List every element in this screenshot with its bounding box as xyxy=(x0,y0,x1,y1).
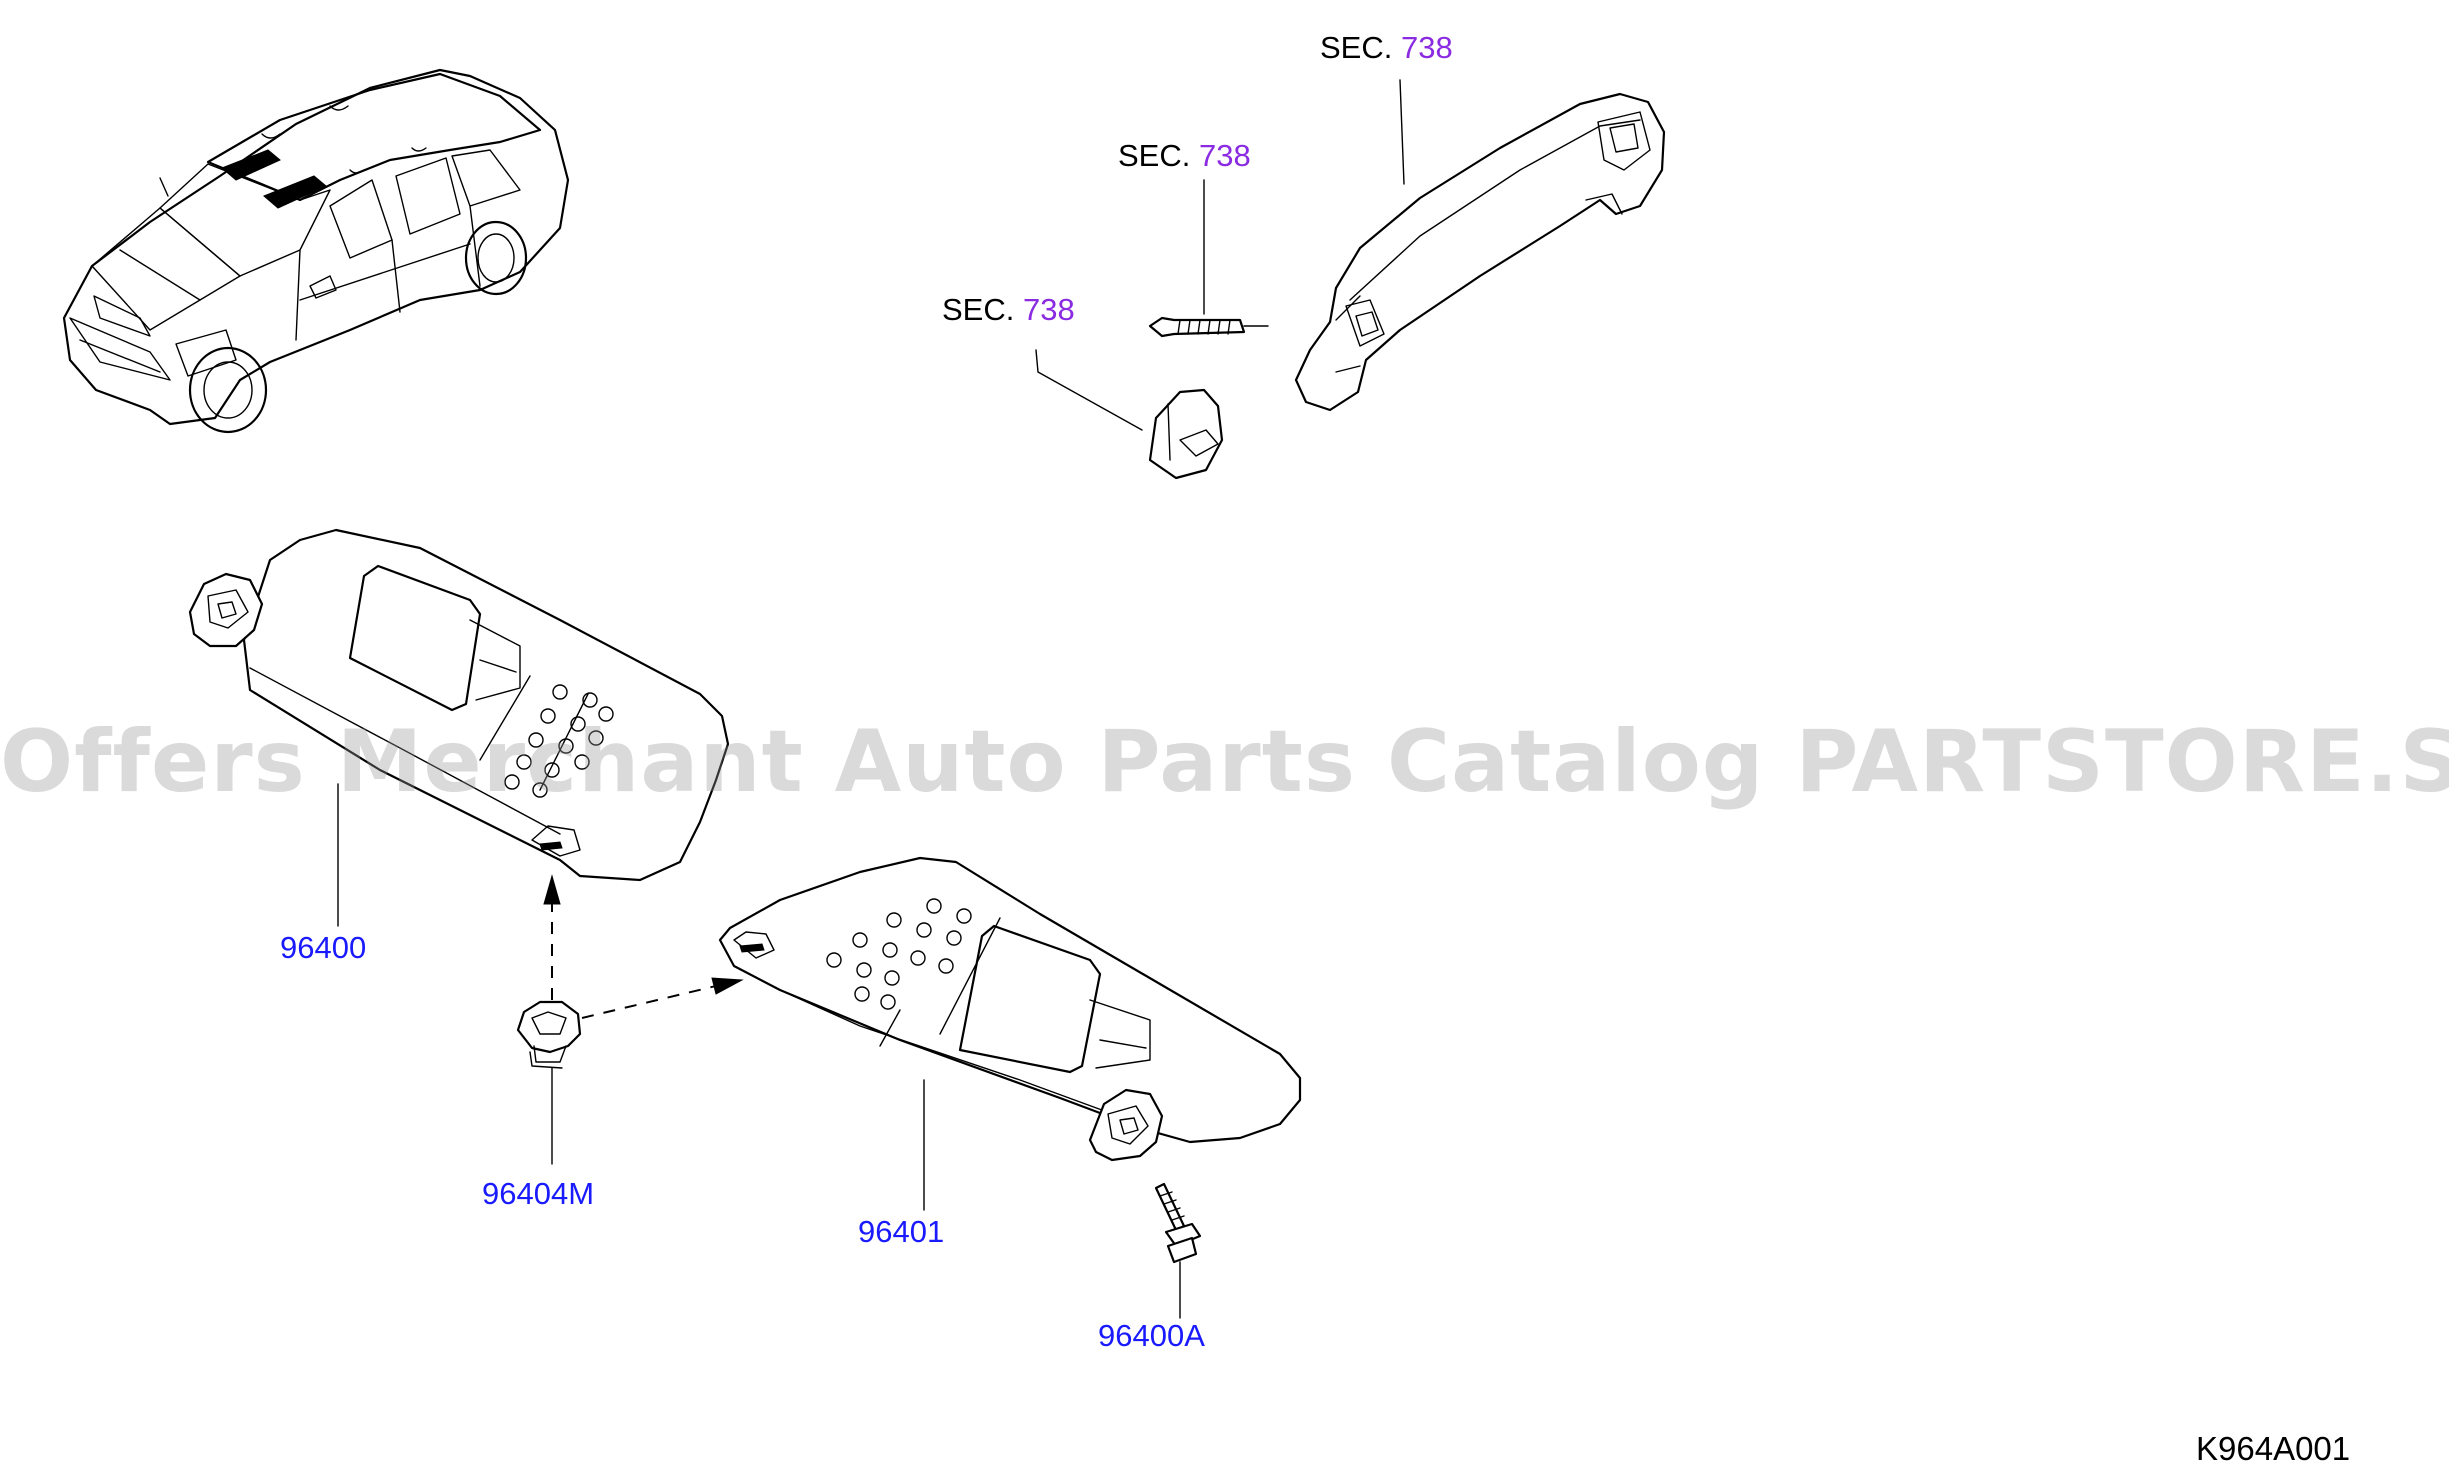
part-label-96400[interactable]: 96400 xyxy=(280,930,367,965)
diagram-code: K964A001 xyxy=(2196,1430,2351,1467)
sec-leader-1 xyxy=(1399,79,1405,185)
dashed-arrow-right xyxy=(581,985,717,1019)
grip-bolt xyxy=(1148,316,1246,338)
visor-holder xyxy=(516,1000,582,1069)
arrowhead-right xyxy=(711,977,744,995)
grip-cover xyxy=(1148,388,1224,480)
sec-ref-cover[interactable]: SEC. 738 xyxy=(942,294,1075,325)
sec-number: 738 xyxy=(1022,292,1075,327)
assist-grip xyxy=(1294,92,1666,412)
sec-number: 738 xyxy=(1400,30,1453,65)
arrowhead-up xyxy=(543,874,561,905)
sun-visor-lh xyxy=(188,528,730,882)
sec-prefix: SEC. xyxy=(1118,138,1191,173)
sec-ref-bolt[interactable]: SEC. 738 xyxy=(1118,140,1251,171)
part-label-96401[interactable]: 96401 xyxy=(858,1214,945,1249)
sec-leader-3 xyxy=(1035,349,1143,431)
part-label-96404M[interactable]: 96404M xyxy=(482,1176,595,1211)
car-illustration xyxy=(62,68,570,434)
sun-visor-rh xyxy=(718,856,1302,1162)
part-label-96400A[interactable]: 96400A xyxy=(1098,1318,1205,1353)
sec-prefix: SEC. xyxy=(942,292,1015,327)
sec-number: 738 xyxy=(1198,138,1251,173)
visor-screw xyxy=(1154,1182,1202,1264)
sec-ref-grip[interactable]: SEC. 738 xyxy=(1320,32,1453,63)
sec-prefix: SEC. xyxy=(1320,30,1393,65)
